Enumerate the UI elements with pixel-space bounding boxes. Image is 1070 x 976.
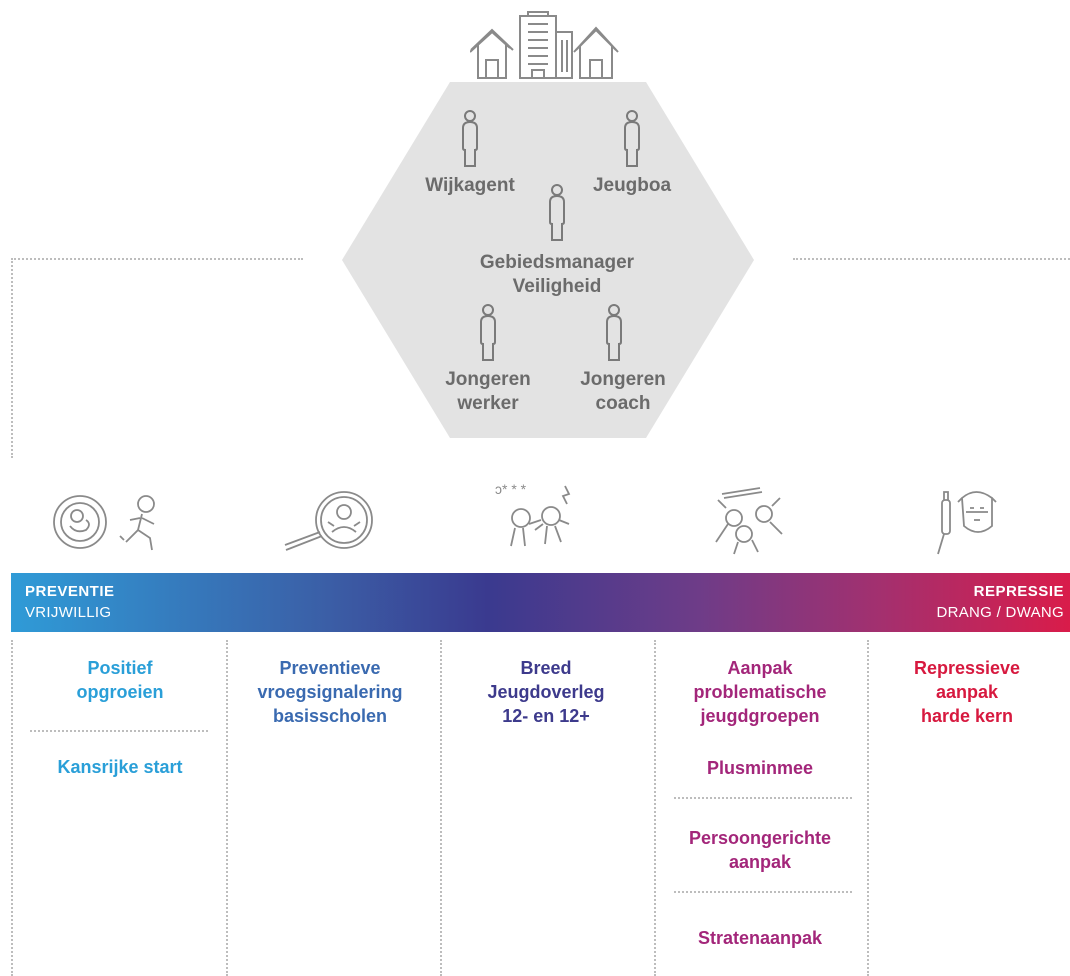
- col4-plusminmee: Plusminmee: [706, 758, 814, 778]
- band-left-subtitle: VRIJWILLIG: [25, 604, 112, 621]
- column-divider: [11, 640, 13, 976]
- col1-separator: [30, 730, 208, 732]
- hexagon-shape: [342, 82, 754, 438]
- column-divider: [867, 640, 869, 976]
- person-icon: [480, 304, 496, 361]
- person-icon: [549, 184, 565, 241]
- left-connector-horizontal: [11, 258, 303, 260]
- person-icon: [462, 110, 478, 167]
- band-left-title: PREVENTIE: [25, 583, 115, 600]
- col1-positief-opgroeien: Positief opgroeien: [76, 658, 164, 702]
- role-jeugdboa: Jeugboa: [592, 175, 672, 196]
- col3-breed-jeugdoverleg: Breed Jeugdoverleg 12- en 12+: [487, 658, 605, 726]
- col2-preventieve-vroegsignalering: Preventieve vroegsignalering basisschole…: [257, 658, 403, 726]
- band-right-title: REPRESSIE: [973, 583, 1064, 600]
- col5-repressieve-aanpak: Repressieve aanpak harde kern: [913, 658, 1021, 726]
- right-connector-horizontal: [793, 258, 1070, 260]
- baby-and-running-child-icon: [53, 495, 155, 551]
- houses-and-building-icon: [470, 11, 619, 79]
- magnifier-child-icon: [284, 491, 373, 551]
- masked-youth-with-bottle-icon: [937, 491, 997, 555]
- band-right-subtitle: DRANG / DWANG: [936, 604, 1064, 621]
- left-connector-vertical: [11, 258, 13, 458]
- group-fight-icon: [715, 487, 783, 555]
- person-icon: [624, 110, 640, 167]
- column-divider: [654, 640, 656, 976]
- col1-kansrijke-start: Kansrijke start: [57, 757, 183, 777]
- column-divider: [226, 640, 228, 976]
- role-gebiedsmanager: Gebiedsmanager Veiligheid: [479, 252, 635, 297]
- col4-persoongerichte-aanpak: Persoongerichte aanpak: [688, 828, 832, 872]
- col4-aanpak-problematische-jeugdgroepen: Aanpak problematische jeugdgroepen: [693, 658, 827, 726]
- fighting-kids-icon: ↄ* * *: [495, 481, 571, 547]
- person-icon: [606, 304, 622, 361]
- role-jongerencoach: Jongeren coach: [580, 369, 666, 414]
- column-divider: [440, 640, 442, 976]
- role-wijkagent: Wijkagent: [425, 175, 515, 196]
- preventie-repressie-band: PREVENTIE VRIJWILLIG REPRESSIE DRANG / D…: [11, 573, 1070, 632]
- role-jongerenwerker: Jongeren werker: [445, 369, 531, 414]
- col4-separator: [674, 797, 852, 799]
- svg-text:ↄ* * *: ↄ* * *: [495, 481, 527, 497]
- col4-stratenaanpak: Stratenaanpak: [697, 928, 823, 948]
- col4-separator: [674, 891, 852, 893]
